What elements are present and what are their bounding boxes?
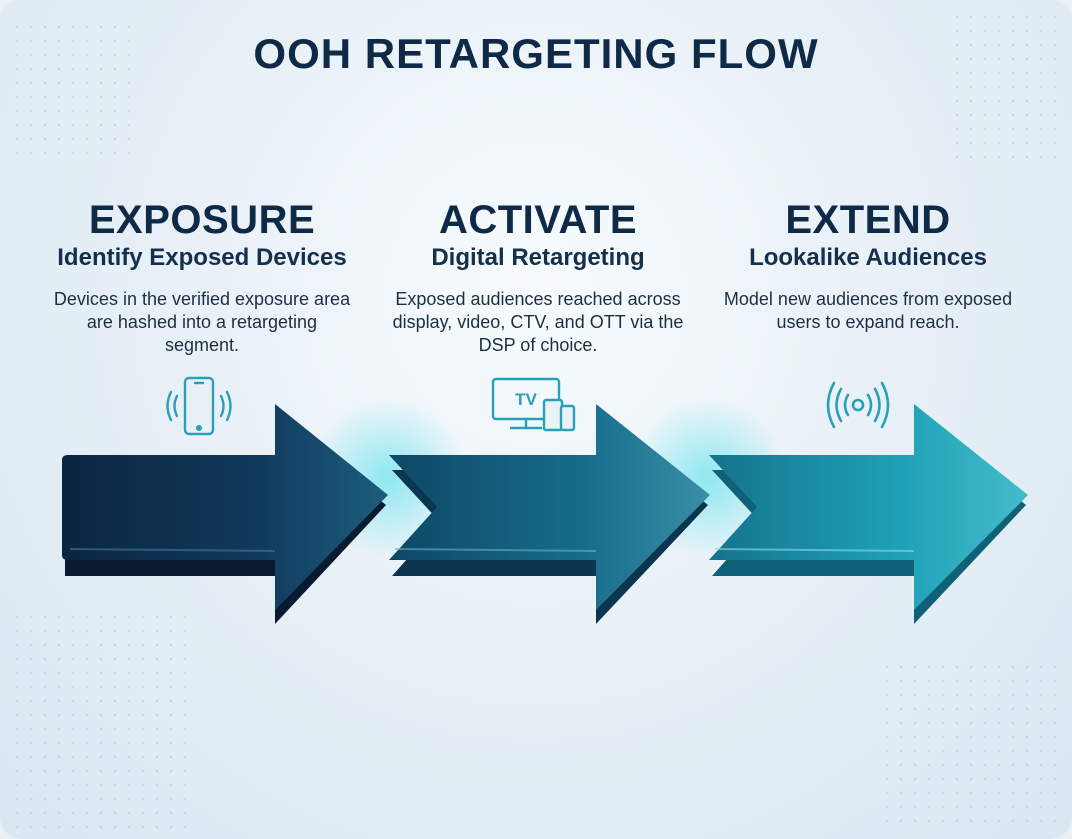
- step-exposure: EXPOSURE Identify Exposed Devices Device…: [42, 196, 362, 357]
- step-extend: EXTEND Lookalike Audiences Model new aud…: [708, 196, 1028, 334]
- step-activate: ACTIVATE Digital Retargeting Exposed aud…: [378, 196, 698, 357]
- arrow-extend: [709, 404, 1028, 624]
- dot-pattern-bottom-right: [880, 660, 1060, 830]
- step-heading: ACTIVATE: [438, 198, 638, 242]
- step-heading: EXPOSURE: [88, 198, 316, 242]
- step-description: Devices in the verified exposure area ar…: [53, 289, 351, 355]
- dot-pattern-top-right: [950, 10, 1060, 160]
- step-subheading: Identify Exposed Devices: [57, 244, 347, 271]
- step-description: Exposed audiences reached across display…: [392, 289, 684, 355]
- tv-devices-icon: TV: [491, 377, 576, 432]
- phone-signal-icon: [166, 376, 232, 436]
- broadcast-signal-icon: [826, 381, 890, 429]
- page-title: OOH RETARGETING FLOW: [253, 30, 819, 77]
- dot-pattern-top-left: [10, 20, 130, 160]
- dot-pattern-bottom-left: [10, 610, 190, 830]
- step-subheading: Digital Retargeting: [431, 244, 645, 271]
- step-heading: EXTEND: [785, 198, 951, 242]
- step-subheading: Lookalike Audiences: [749, 244, 987, 271]
- arrow-exposure: [62, 404, 388, 624]
- tv-icon-label: TV: [515, 390, 537, 409]
- step-description: Model new audiences from exposed users t…: [723, 289, 1013, 332]
- arrow-activate: [389, 404, 710, 624]
